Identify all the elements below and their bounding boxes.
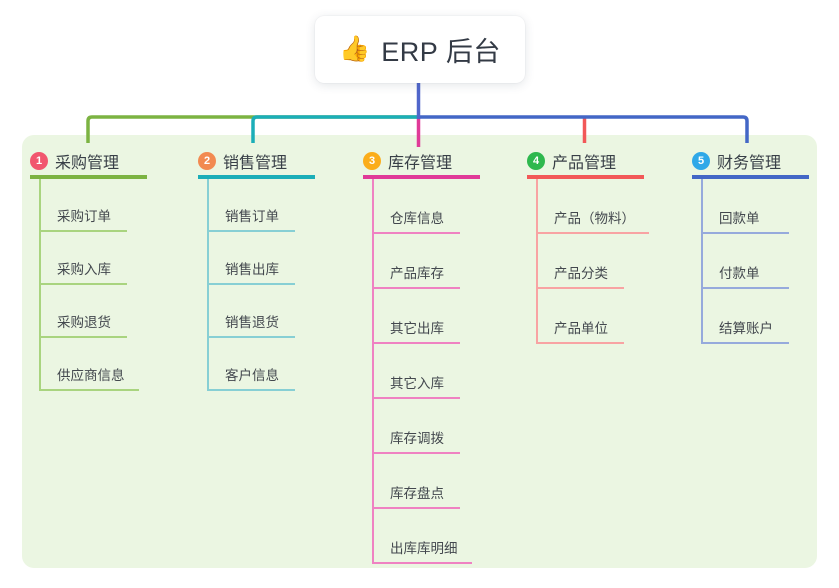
sub-item[interactable]: 产品分类 [538,234,624,289]
branch-label: 销售管理 [223,155,288,172]
branch-purchase: 1 采购管理 采购订单 采购入库 采购退货 供应商信息 [30,147,190,391]
sub-item[interactable]: 产品单位 [538,289,624,344]
sub-item[interactable]: 采购订单 [41,179,127,232]
branch-product-items: 产品（物料） 产品分类 产品单位 [536,179,649,344]
branch-product: 4 产品管理 产品（物料） 产品分类 产品单位 [527,147,687,344]
branch-purchase-header[interactable]: 1 采购管理 [30,147,147,179]
branch-finance: 5 财务管理 回款单 付款单 结算账户 [692,147,839,344]
sub-item[interactable]: 销售订单 [209,179,295,232]
sub-item[interactable]: 销售退货 [209,285,295,338]
sub-item[interactable]: 仓库信息 [374,179,460,234]
sub-item[interactable]: 结算账户 [703,289,789,344]
branch-label: 库存管理 [388,155,453,172]
branch-label: 财务管理 [717,155,782,172]
branch-finance-header[interactable]: 5 财务管理 [692,147,809,179]
root-node[interactable]: 👍 ERP 后台 [315,16,525,83]
sub-item[interactable]: 其它出库 [374,289,460,344]
sub-item[interactable]: 付款单 [703,234,789,289]
sub-item[interactable]: 产品（物料） [538,179,649,234]
branch-number-badge: 5 [692,152,710,170]
sub-item[interactable]: 其它入库 [374,344,460,399]
sub-item[interactable]: 采购入库 [41,232,127,285]
sub-item[interactable]: 供应商信息 [41,338,139,391]
root-title: ERP 后台 [381,37,501,67]
branch-inventory-items: 仓库信息 产品库存 其它出库 其它入库 库存调拨 库存盘点 出库库明细 [372,179,472,564]
sub-item[interactable]: 销售出库 [209,232,295,285]
sub-item[interactable]: 库存盘点 [374,454,460,509]
sub-item[interactable]: 回款单 [703,179,789,234]
branch-sales: 2 销售管理 销售订单 销售出库 销售退货 客户信息 [198,147,358,391]
branch-inventory: 3 库存管理 仓库信息 产品库存 其它出库 其它入库 库存调拨 库存盘点 出库库… [363,147,523,564]
sub-item[interactable]: 库存调拨 [374,399,460,454]
branch-number-badge: 1 [30,152,48,170]
branch-label: 采购管理 [55,155,120,172]
branch-sales-header[interactable]: 2 销售管理 [198,147,315,179]
thumbs-up-icon: 👍 [339,35,371,63]
sub-item[interactable]: 产品库存 [374,234,460,289]
sub-item[interactable]: 出库库明细 [374,509,472,564]
branch-label: 产品管理 [552,155,617,172]
branch-product-header[interactable]: 4 产品管理 [527,147,644,179]
branch-purchase-items: 采购订单 采购入库 采购退货 供应商信息 [39,179,139,391]
branch-inventory-header[interactable]: 3 库存管理 [363,147,480,179]
sub-item[interactable]: 客户信息 [209,338,295,391]
branch-finance-items: 回款单 付款单 结算账户 [701,179,789,344]
branch-number-badge: 3 [363,152,381,170]
branch-sales-items: 销售订单 销售出库 销售退货 客户信息 [207,179,295,391]
sub-item[interactable]: 采购退货 [41,285,127,338]
branch-number-badge: 2 [198,152,216,170]
branch-number-badge: 4 [527,152,545,170]
branches-panel [22,135,817,568]
